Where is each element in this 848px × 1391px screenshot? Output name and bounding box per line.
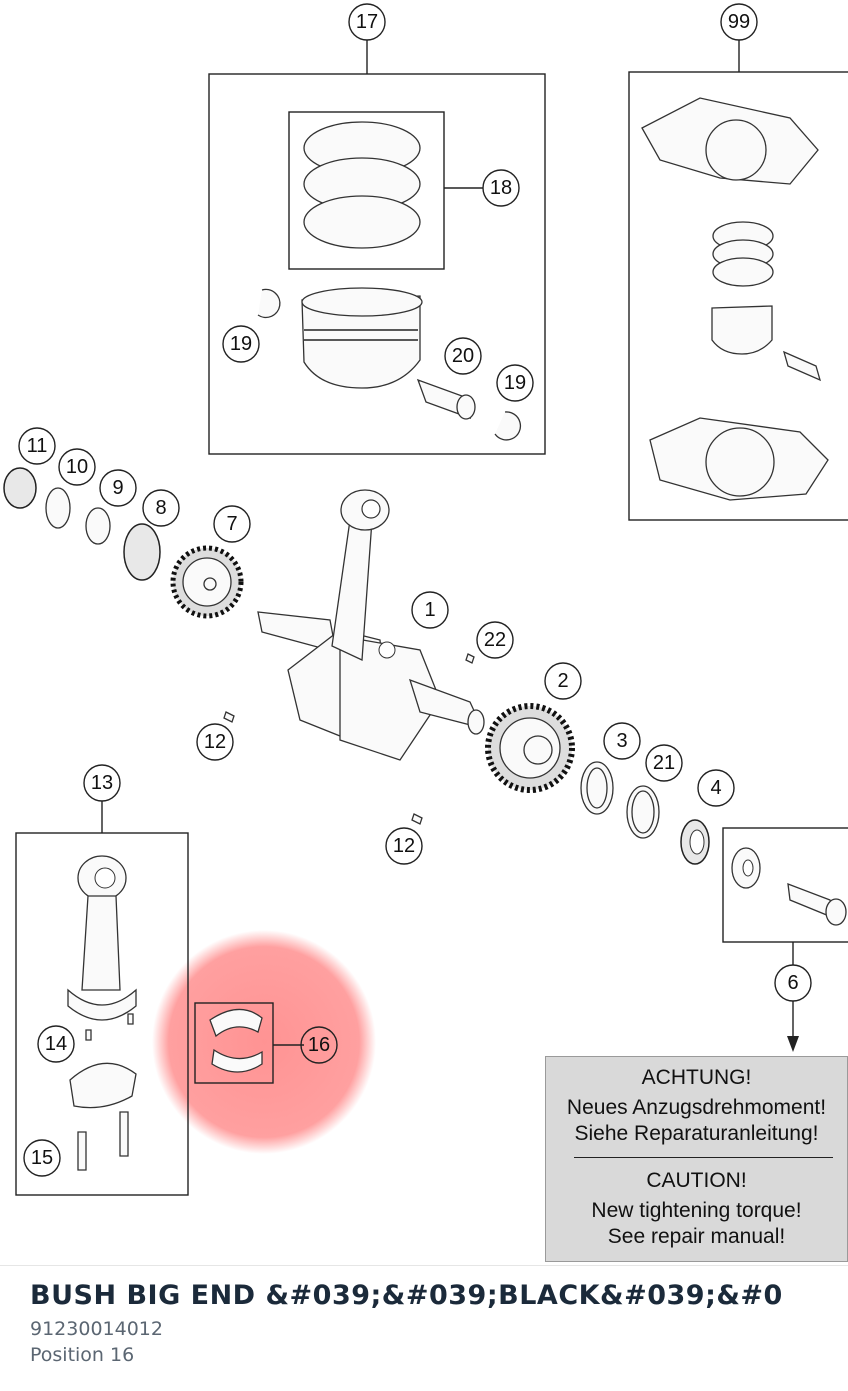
svg-text:17: 17 — [356, 11, 378, 33]
crank-left-parts — [3, 467, 161, 581]
crankshaft — [257, 489, 485, 761]
svg-text:19: 19 — [230, 333, 252, 355]
svg-text:18: 18 — [490, 177, 512, 199]
callout-6[interactable]: 6 — [774, 964, 812, 1002]
svg-text:4: 4 — [710, 777, 721, 799]
callout-13[interactable]: 13 — [83, 764, 121, 802]
callout-1[interactable]: 1 — [411, 591, 449, 629]
part-info-panel: BUSH BIG END &#039;&#039;BLACK&#039;&#0 … — [0, 1265, 848, 1391]
svg-text:13: 13 — [91, 772, 113, 794]
callout-19-left[interactable]: 19 — [222, 325, 260, 363]
exploded-parts-diagram: 17 99 18 19 20 19 11 10 9 8 7 1 22 2 12 … — [3, 3, 848, 1196]
gear-2 — [485, 703, 575, 793]
group-box-17 — [208, 40, 546, 455]
part-position: Position 16 — [30, 1344, 135, 1366]
callout-14[interactable]: 14 — [37, 1025, 75, 1063]
callout-99[interactable]: 99 — [720, 3, 758, 41]
callout-12-left[interactable]: 12 — [196, 723, 234, 761]
callout-16[interactable]: 16 — [300, 1026, 338, 1064]
svg-text:3: 3 — [616, 730, 627, 752]
warning-divider — [574, 1157, 833, 1158]
callout-12-right[interactable]: 12 — [385, 827, 423, 865]
callout-2[interactable]: 2 — [544, 662, 582, 700]
part-name: BUSH BIG END &#039;&#039;BLACK&#039;&#0 — [30, 1280, 783, 1311]
warning-en-line1: New tightening torque! — [591, 1199, 802, 1222]
callout-3[interactable]: 3 — [603, 722, 641, 760]
callout-17[interactable]: 17 — [348, 3, 386, 41]
svg-text:16: 16 — [308, 1034, 330, 1056]
group-box-99 — [628, 40, 848, 521]
svg-text:21: 21 — [653, 752, 675, 774]
piston-pin — [416, 378, 476, 420]
warning-en-line2: See repair manual! — [607, 1225, 786, 1248]
callout-15[interactable]: 15 — [23, 1139, 61, 1177]
callout-21[interactable]: 21 — [645, 744, 683, 782]
svg-text:9: 9 — [112, 477, 123, 499]
svg-text:12: 12 — [204, 731, 226, 753]
part-number: 91230014012 — [30, 1318, 163, 1340]
warning-de-line2: Siehe Reparaturanleitung! — [574, 1122, 819, 1145]
callout-20[interactable]: 20 — [444, 337, 482, 375]
svg-text:6: 6 — [787, 972, 798, 994]
highlight-marker — [152, 930, 376, 1154]
svg-text:12: 12 — [393, 835, 415, 857]
svg-text:7: 7 — [226, 513, 237, 535]
svg-text:20: 20 — [452, 345, 474, 367]
callout-18[interactable]: 18 — [482, 169, 520, 207]
svg-text:1: 1 — [424, 599, 435, 621]
warning-de-line1: Neues Anzugsdrehmoment! — [566, 1096, 827, 1119]
warning-de-title: ACHTUNG! — [641, 1066, 752, 1089]
group-box-13 — [15, 801, 189, 1196]
svg-text:19: 19 — [504, 372, 526, 394]
callout-11[interactable]: 11 — [18, 427, 56, 465]
svg-text:8: 8 — [155, 497, 166, 519]
callout-9[interactable]: 9 — [99, 469, 137, 507]
svg-text:15: 15 — [31, 1147, 53, 1169]
callout-10[interactable]: 10 — [58, 448, 96, 486]
torque-warning-box: ACHTUNG! Neues Anzugsdrehmoment! Siehe R… — [545, 1056, 848, 1262]
callout-7[interactable]: 7 — [213, 505, 251, 543]
gear-7 — [170, 545, 244, 619]
svg-text:14: 14 — [45, 1033, 67, 1055]
group-box-6 — [722, 827, 848, 1052]
svg-text:2: 2 — [557, 670, 568, 692]
svg-text:10: 10 — [66, 456, 88, 478]
warning-en-title: CAUTION! — [646, 1169, 747, 1192]
callout-22[interactable]: 22 — [476, 621, 514, 659]
callout-4[interactable]: 4 — [697, 769, 735, 807]
callout-8[interactable]: 8 — [142, 489, 180, 527]
svg-text:99: 99 — [728, 11, 750, 33]
svg-text:11: 11 — [27, 435, 48, 457]
svg-text:22: 22 — [484, 629, 506, 651]
bearing-shell-16 — [194, 1002, 304, 1084]
callout-19-right[interactable]: 19 — [496, 364, 534, 402]
